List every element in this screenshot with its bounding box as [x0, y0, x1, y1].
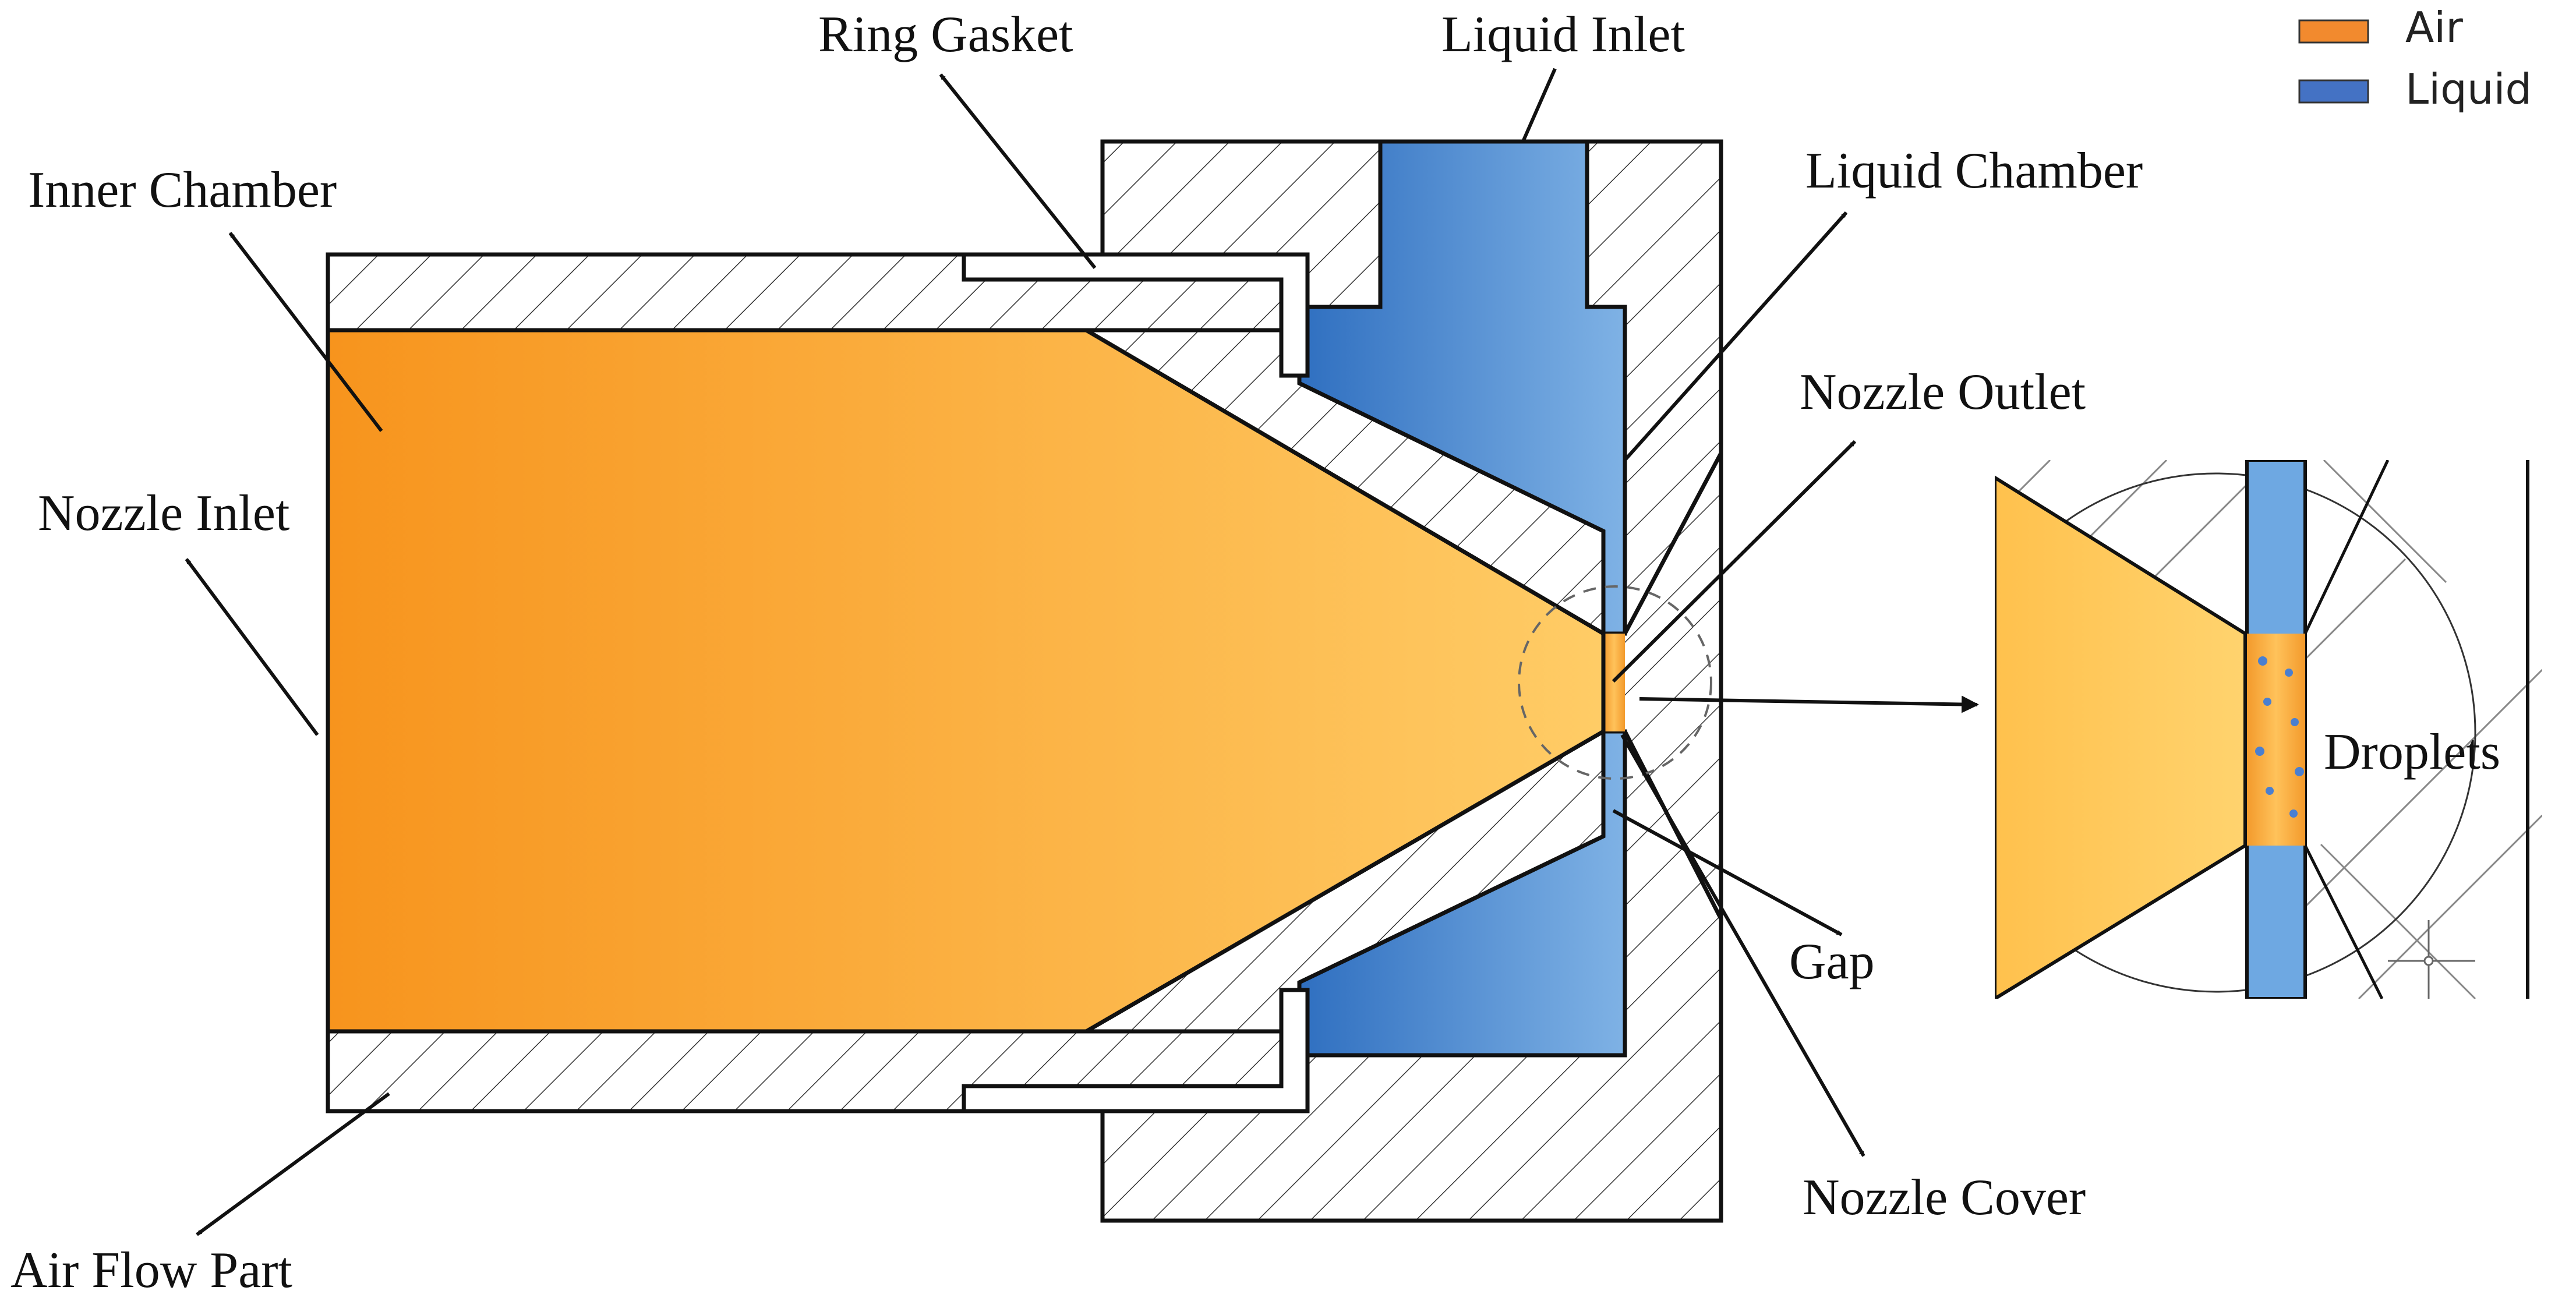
label-nozzle-cover: Nozzle Cover — [1803, 1169, 2086, 1226]
zoom-inset — [1995, 460, 2542, 999]
label-droplets: Droplets — [2324, 724, 2500, 780]
label-air-flow-part: Air Flow Part — [10, 1242, 292, 1291]
droplets-dots — [2255, 656, 2304, 818]
ring-gasket-top — [962, 252, 1310, 378]
leader-gap — [1612, 809, 1843, 936]
ring-gasket-bottom — [962, 988, 1310, 1113]
leader-nozzle-inlet — [185, 558, 319, 736]
label-nozzle-inlet: Nozzle Inlet — [38, 485, 289, 542]
legend-swatch-air — [2298, 19, 2369, 44]
label-gap: Gap — [1789, 934, 1875, 990]
zoom-arrow — [1639, 695, 1979, 713]
label-nozzle-outlet: Nozzle Outlet — [1800, 364, 2086, 420]
leader-inner-chamber — [228, 232, 383, 432]
legend-label-air: Air — [2405, 3, 2463, 52]
leader-liquid-chamber — [1623, 211, 1848, 461]
leader-nozzle-cover — [1620, 734, 1865, 1157]
label-ring-gasket: Ring Gasket — [818, 6, 1073, 63]
label-liquid-inlet: Liquid Inlet — [1441, 6, 1685, 63]
leader-ring-gasket — [939, 73, 1097, 269]
legend: Air Liquid — [2298, 3, 2532, 114]
nozzle-outlet-slit — [1603, 634, 1625, 731]
gap-line-upper — [1623, 452, 1723, 635]
leader-liquid-inlet — [1521, 68, 1557, 143]
label-liquid-chamber: Liquid Chamber — [1805, 143, 2143, 199]
leader-air-flow-part — [196, 1092, 390, 1236]
leader-nozzle-outlet — [1612, 440, 1857, 683]
label-inner-chamber: Inner Chamber — [28, 162, 337, 218]
inner-chamber-air — [326, 328, 1606, 1034]
legend-swatch-liquid — [2298, 79, 2369, 104]
legend-label-liquid: Liquid — [2405, 65, 2532, 114]
zoom-reference-circle — [1518, 585, 1712, 780]
